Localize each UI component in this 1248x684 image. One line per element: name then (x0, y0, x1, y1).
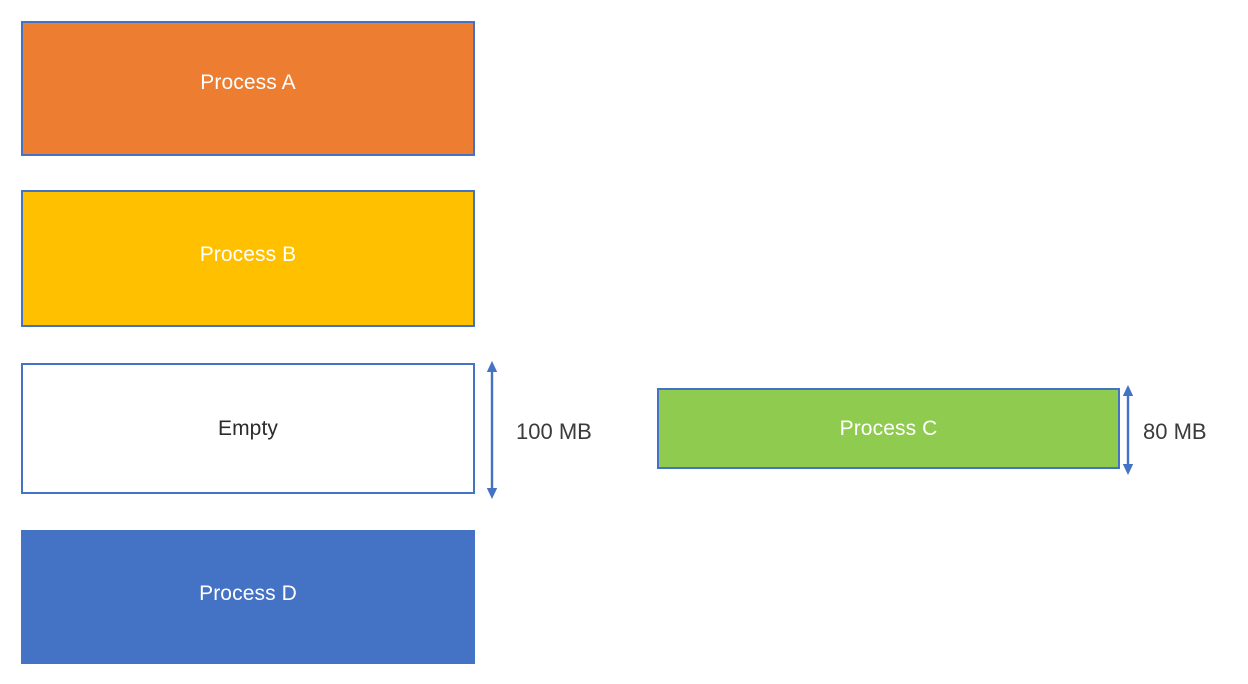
arrow-head-up (1122, 385, 1134, 396)
memory-block-process-a[interactable]: Process A (21, 21, 475, 156)
memory-block-process-b[interactable]: Process B (21, 190, 475, 327)
memory-block-empty[interactable]: Empty (21, 363, 475, 494)
memory-block-label: Empty (217, 417, 278, 440)
memory-block-label: Process C (839, 417, 938, 440)
memory-block-label: Process A (200, 71, 296, 94)
memory-block-process-c[interactable]: Process C (657, 388, 1120, 469)
memory-block-process-d[interactable]: Process D (21, 530, 475, 664)
memory-block-label: Process B (199, 243, 297, 266)
arrow-head-down (486, 488, 498, 499)
arrow-head-up (486, 361, 498, 372)
dimension-label-process-c: 80 MB (1143, 419, 1207, 444)
arrow-head-down (1122, 464, 1134, 475)
memory-block-label: Process D (199, 581, 297, 605)
dimension-label-empty: 100 MB (516, 419, 592, 444)
double-headed-vertical-arrow-icon-empty (486, 361, 498, 499)
double-headed-vertical-arrow-icon-process-c (1122, 385, 1134, 475)
